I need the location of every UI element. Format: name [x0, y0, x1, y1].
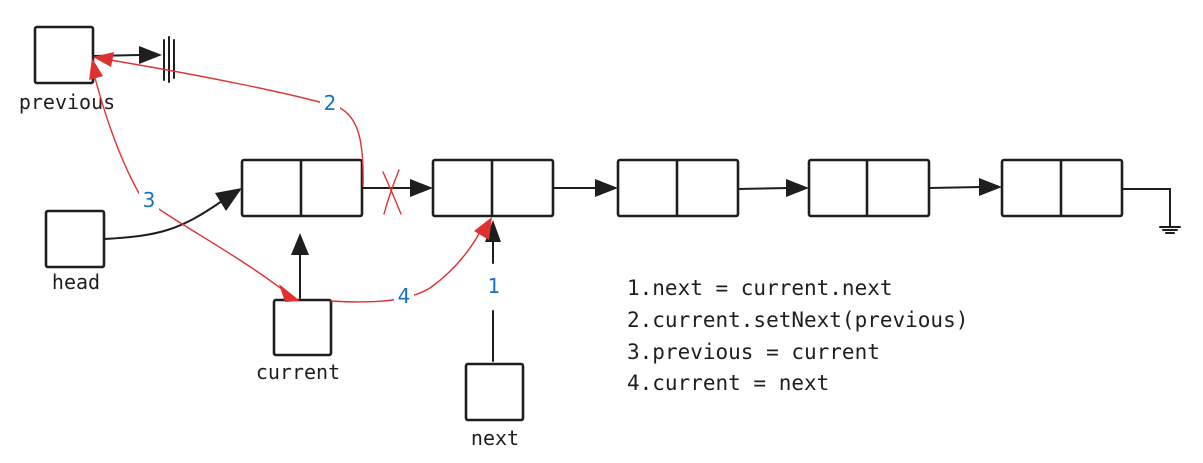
- step-text-2: 2.current.setNext(previous): [627, 308, 968, 332]
- next-label: next: [471, 426, 519, 450]
- svg-text:1: 1: [488, 274, 501, 298]
- null-terminator-icon: [163, 36, 175, 83]
- broken-link-cross-icon: [382, 169, 402, 215]
- step-4-arrow: [330, 217, 492, 303]
- steps-list: 1.next = current.next 2.current.setNext(…: [627, 276, 968, 395]
- list-node-1: [240, 158, 364, 218]
- head-pointer-box: [44, 209, 106, 269]
- current-arrow: [291, 233, 309, 299]
- current-label: current: [256, 360, 340, 384]
- list-node-2: [431, 158, 555, 218]
- step-number-1: 1: [484, 272, 504, 298]
- step-number-3: 3: [139, 186, 159, 212]
- previous-label: previous: [19, 90, 115, 114]
- previous-pointer-box: [33, 25, 95, 85]
- svg-text:2: 2: [324, 91, 337, 115]
- node-1-to-node-2-link: [361, 179, 433, 197]
- head-arrow: [103, 188, 242, 240]
- node-3-to-node-4-link: [737, 179, 809, 197]
- svg-text:4: 4: [398, 284, 411, 308]
- list-node-5: [1000, 158, 1124, 218]
- node-4-to-node-5-link: [928, 178, 1002, 196]
- node-2-to-node-3-link: [552, 179, 618, 197]
- null-ground-icon: [1121, 188, 1181, 234]
- step-2-arrow: [93, 52, 364, 187]
- head-label: head: [52, 270, 100, 294]
- list-node-4: [807, 158, 931, 218]
- list-node-3: [616, 158, 740, 218]
- current-pointer-box: [272, 298, 333, 357]
- step-3-arrow: [89, 58, 300, 302]
- step-number-2: 2: [320, 89, 340, 115]
- step-number-4: 4: [394, 282, 414, 308]
- step-text-3: 3.previous = current: [627, 340, 880, 364]
- svg-text:3: 3: [143, 188, 156, 212]
- next-pointer-box: [464, 362, 525, 422]
- step-text-4: 4.current = next: [627, 371, 829, 395]
- step-text-1: 1.next = current.next: [627, 276, 893, 300]
